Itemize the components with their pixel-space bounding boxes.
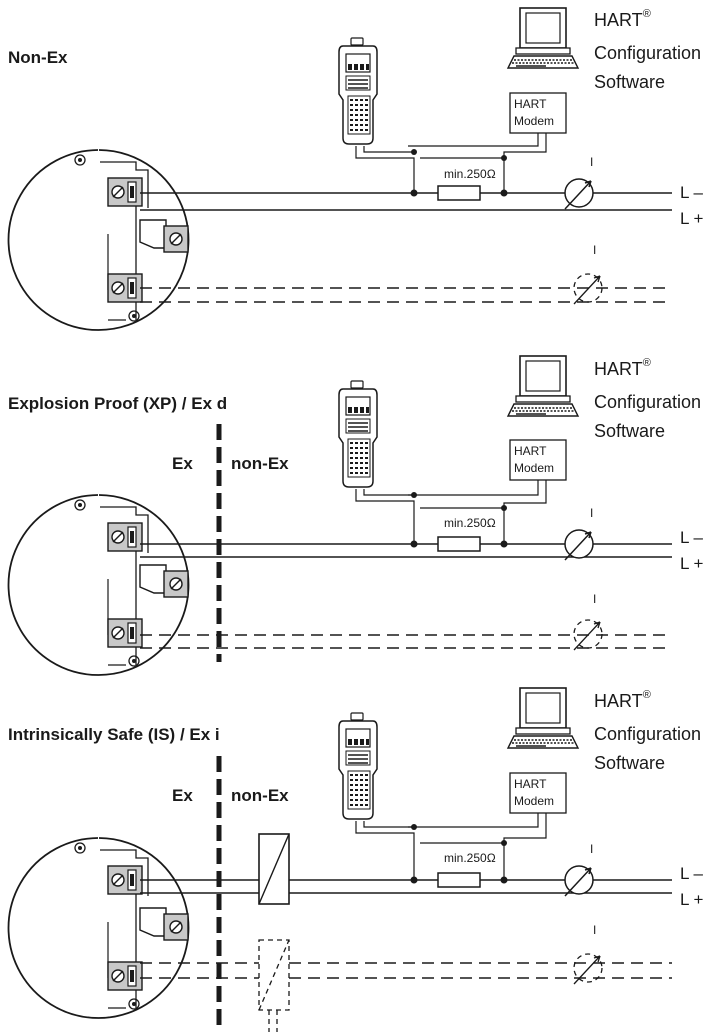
section-explosion-proof: Explosion Proof (XP) / Ex d HART® Config… (8, 355, 704, 675)
registered-mark: ® (643, 8, 651, 20)
handheld-wire-inner (363, 489, 414, 496)
hart-modem-box (509, 92, 567, 134)
current-symbol: I (590, 155, 593, 169)
line-plus-label: L + (680, 554, 704, 573)
handheld-wire-inner (363, 821, 414, 828)
section-title: Non-Ex (8, 48, 68, 67)
svg-text:HART®: HART® (594, 689, 651, 711)
dashed-ammeter-icon (573, 273, 603, 305)
hart-word: HART (594, 10, 643, 30)
modem-line-1: HART (514, 97, 547, 111)
resistor-label: min.250Ω (444, 167, 496, 181)
hart-label: HART® Configuration Software (594, 689, 701, 773)
current-symbol-dashed: I (593, 923, 596, 937)
modem-line-1: HART (514, 444, 547, 458)
modem-wire-outer (503, 480, 547, 544)
modem-line-2: Modem (514, 114, 554, 128)
modem-wire-inner (408, 813, 539, 844)
modem-line-2: Modem (514, 461, 554, 475)
isolating-barrier-icon (258, 833, 290, 905)
section-intrinsically-safe: Intrinsically Safe (IS) / Ex i HART® Con… (8, 687, 704, 1033)
current-symbol-dashed: I (593, 592, 596, 606)
line-plus-label: L + (680, 890, 704, 909)
line-minus-label: L – (680, 528, 704, 547)
hart-label: HART® Configuration Software (594, 357, 701, 441)
resistor-label: min.250Ω (444, 516, 496, 530)
registered-mark: ® (643, 689, 651, 701)
handheld-communicator-icon (338, 380, 378, 488)
handheld-wire-outer (355, 146, 415, 193)
computer-terminal-icon (507, 7, 579, 69)
resistor (437, 536, 481, 552)
section-title: Intrinsically Safe (IS) / Ex i (8, 725, 220, 744)
modem-wire-outer (503, 813, 547, 880)
ammeter-icon (564, 529, 594, 561)
modem-line-1: HART (514, 777, 547, 791)
zone-non-ex-label: non-Ex (231, 454, 289, 473)
handheld-wire-outer (355, 821, 415, 880)
svg-text:HART®: HART® (594, 357, 651, 379)
modem-wire-outer (503, 133, 547, 193)
section-non-ex: Non-Ex HART® Configuration Software HART… (8, 7, 704, 330)
modem-wire-inner (408, 480, 539, 509)
handheld-communicator-icon (338, 37, 378, 145)
current-symbol: I (590, 842, 593, 856)
zone-ex-label: Ex (172, 786, 193, 805)
zone-ex-label: Ex (172, 454, 193, 473)
resistor-label: min.250Ω (444, 851, 496, 865)
computer-terminal-icon (507, 687, 579, 749)
current-symbol-dashed: I (593, 243, 596, 257)
svg-text:HART®: HART® (594, 8, 651, 30)
resistor (437, 185, 481, 201)
hart-label: HART® Configuration Software (594, 8, 701, 92)
software-line-2: Software (594, 72, 665, 92)
zone-non-ex-label: non-Ex (231, 786, 289, 805)
software-line-1: Configuration (594, 43, 701, 63)
registered-mark: ® (643, 357, 651, 369)
section-title: Explosion Proof (XP) / Ex d (8, 394, 227, 413)
handheld-wire-inner (363, 146, 414, 153)
ammeter-icon (564, 178, 594, 210)
resistor (437, 872, 481, 888)
hart-word: HART (594, 359, 643, 379)
line-plus-label: L + (680, 209, 704, 228)
software-line-1: Configuration (594, 724, 701, 744)
handheld-communicator-icon (338, 712, 378, 820)
dashed-ammeter-icon (573, 953, 603, 985)
line-minus-label: L – (680, 864, 704, 883)
modem-line-2: Modem (514, 794, 554, 808)
transmitter-housing-icon (9, 838, 189, 1018)
software-line-2: Software (594, 421, 665, 441)
ammeter-icon (564, 865, 594, 897)
software-line-1: Configuration (594, 392, 701, 412)
line-minus-label: L – (680, 183, 704, 202)
current-symbol: I (590, 506, 593, 520)
isolating-barrier-dashed-icon (258, 939, 290, 1033)
handheld-wire-outer (355, 489, 415, 544)
hart-word: HART (594, 691, 643, 711)
computer-terminal-icon (507, 355, 579, 417)
transmitter-housing-icon (9, 150, 189, 330)
hart-modem-box (509, 772, 567, 814)
modem-wire-inner (408, 133, 539, 159)
software-line-2: Software (594, 753, 665, 773)
